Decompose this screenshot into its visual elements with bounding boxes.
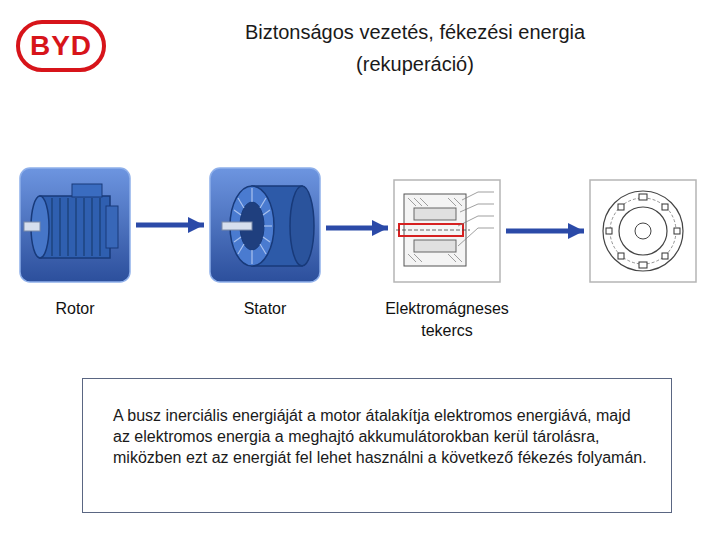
outer-ring (603, 191, 683, 271)
motor-body (40, 196, 110, 258)
description-box: A busz inerciális energiáját a motor áta… (82, 378, 672, 513)
motor-flange (106, 206, 118, 248)
mounting-lugs (606, 194, 680, 268)
callout-leaders (458, 192, 494, 246)
image-caption: Rotor (0, 298, 160, 320)
image-caption: Elektromágneses tekercs (362, 298, 532, 342)
image-frame (394, 180, 500, 282)
front-view-image (590, 180, 696, 282)
stator-image: Stator (210, 168, 320, 282)
inner-ring (619, 207, 667, 255)
stator-back (290, 186, 314, 266)
center-bore (635, 223, 651, 239)
image-frame (20, 168, 130, 282)
motor-shaft (24, 222, 40, 231)
junction-box (72, 184, 102, 197)
coil-image: Elektromágneses tekercs (394, 180, 500, 282)
flow-arrow (136, 223, 204, 228)
stator-illustration (210, 168, 320, 282)
image-frame (590, 180, 696, 282)
flow-arrow (506, 229, 584, 234)
image-caption: Stator (180, 298, 350, 320)
coil-section-drawing (394, 180, 500, 282)
flow-arrow (326, 226, 388, 231)
logo-outline (18, 22, 104, 70)
image-frame (210, 168, 320, 282)
rotor-image: Rotor (20, 168, 130, 282)
winding-top (414, 208, 456, 220)
winding-bottom (414, 240, 456, 252)
body-text: A busz inerciális energiáját a motor áta… (113, 405, 647, 468)
rotor-illustration (20, 168, 130, 282)
front-view-drawing (590, 180, 696, 282)
cooling-fins (52, 198, 100, 256)
bolt-circle (610, 198, 676, 264)
slide-title: Biztonságos vezetés, fékezési energia (r… (215, 16, 615, 80)
rotor-shaft (222, 222, 252, 230)
brand-logo: BYD (20, 24, 102, 68)
axis-line (396, 230, 470, 231)
